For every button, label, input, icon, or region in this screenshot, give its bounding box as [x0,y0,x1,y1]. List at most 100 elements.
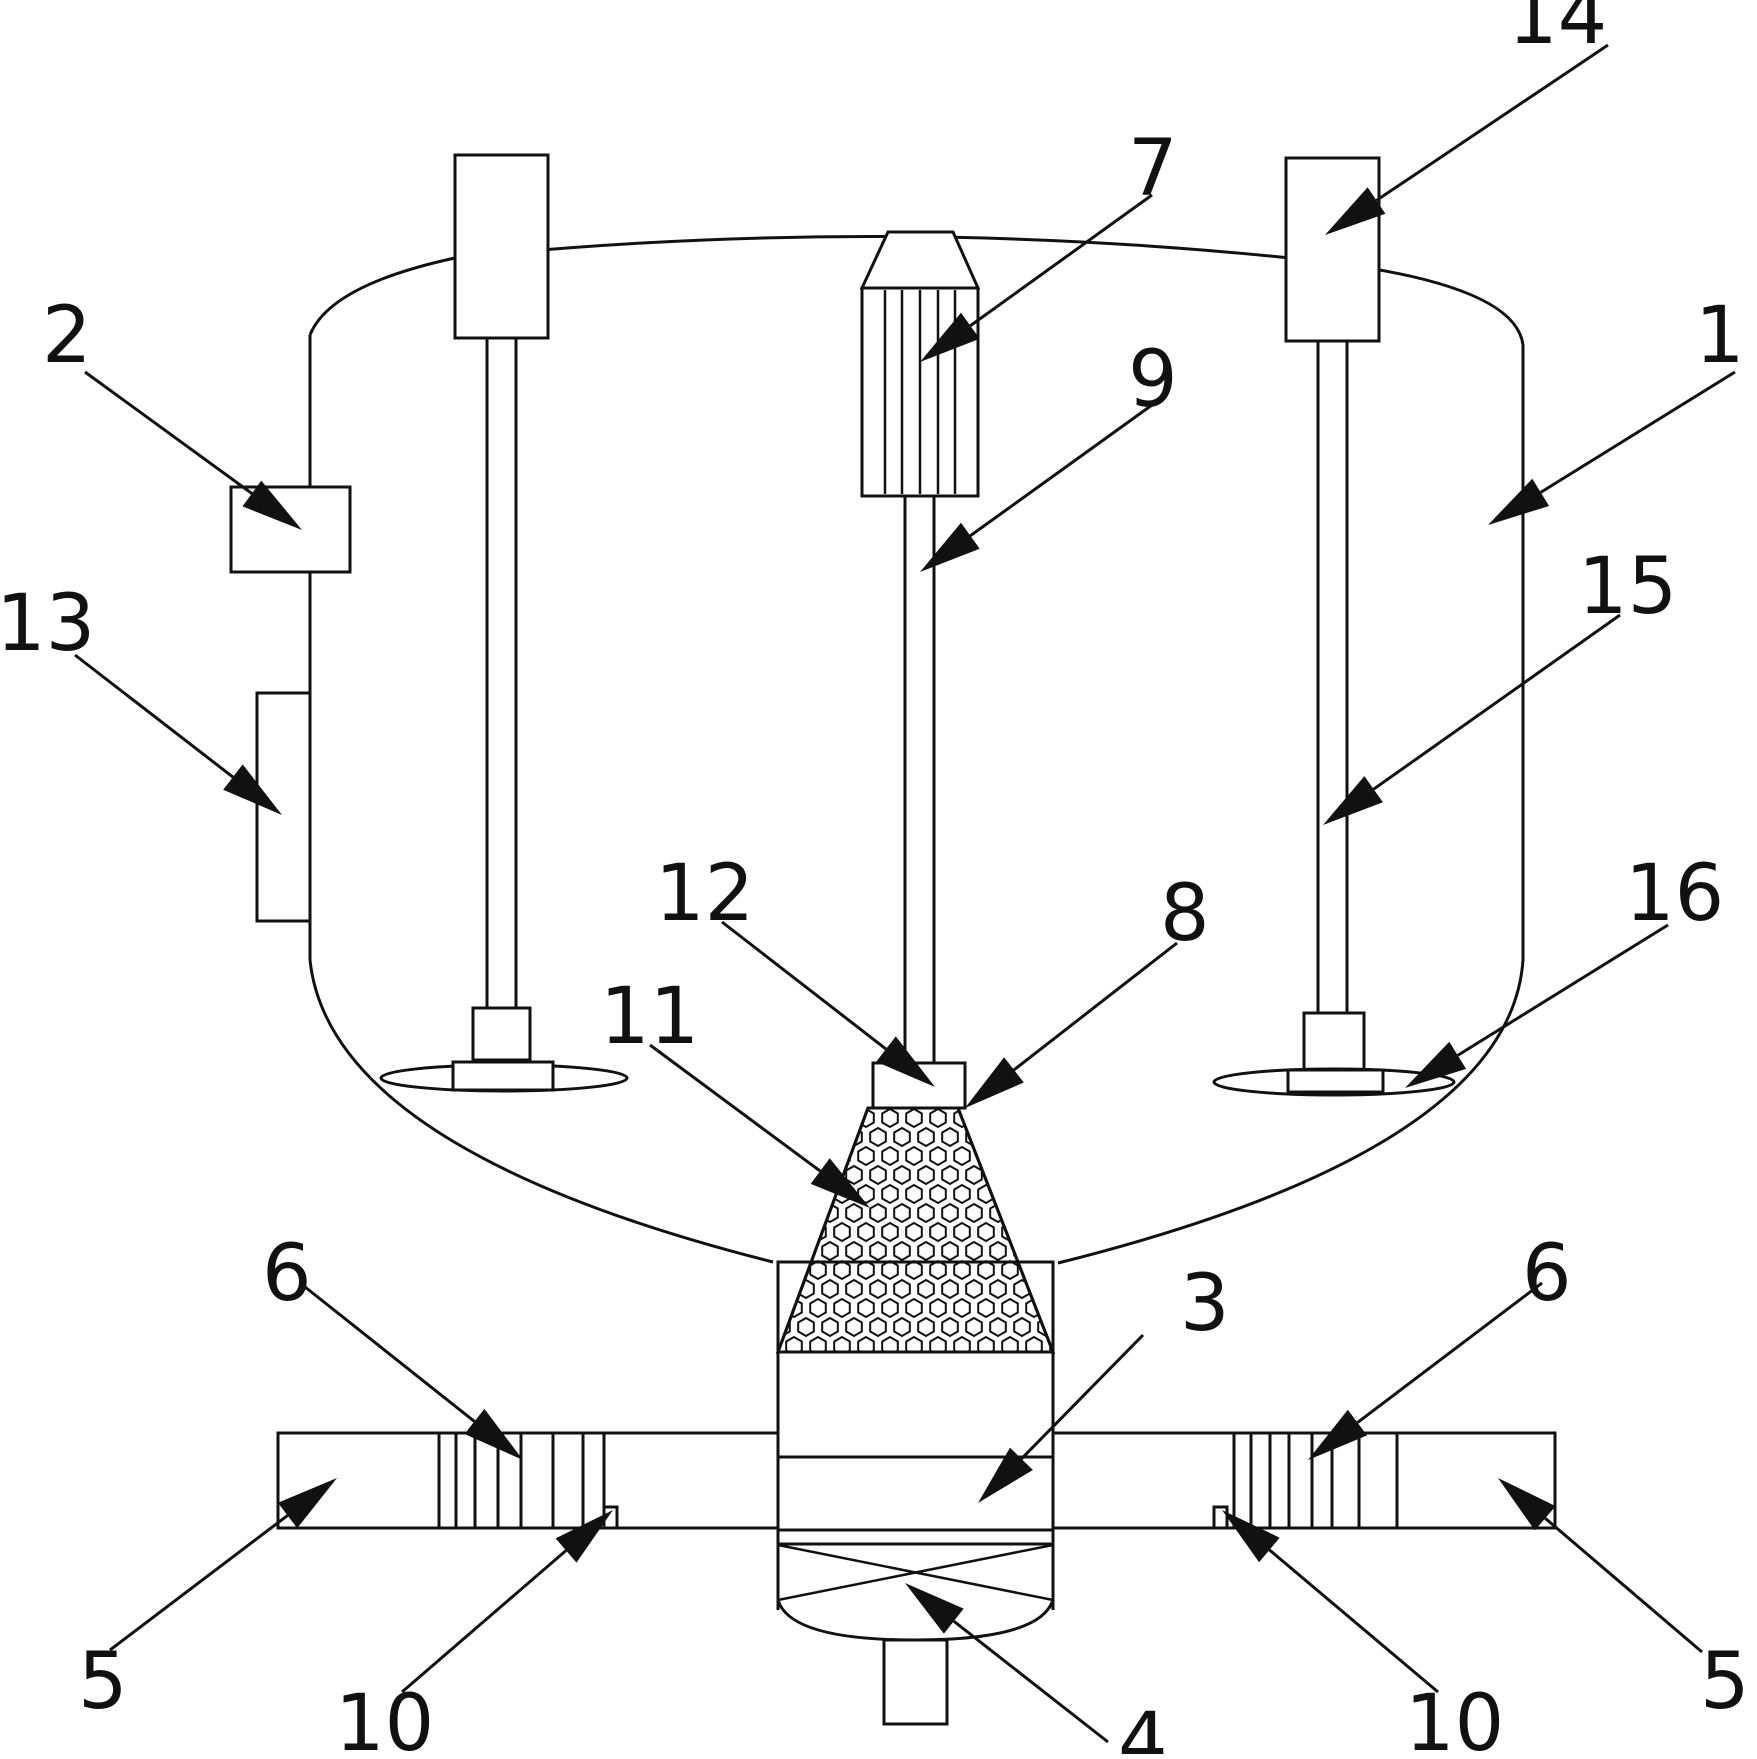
leader-line [1544,1517,1703,1654]
packing-hex [1049,1145,1053,1167]
label-5-left: 5 [78,1637,128,1727]
arrow-7 [920,193,1153,362]
leader-line [721,920,887,1051]
arrow-13 [74,653,282,815]
packing-hex [1025,1183,1043,1205]
leader-line [1539,370,1736,494]
label-5-right: 5 [1700,1637,1750,1727]
label-11: 11 [600,972,699,1062]
leader-line [109,1514,289,1652]
arrow-1 [1488,370,1736,525]
packing-hex [941,1316,959,1338]
leader-line [1456,923,1669,1057]
packing-hex [778,1240,791,1262]
packing-hex [929,1297,947,1319]
packing-hex [1049,1183,1053,1205]
packing-hex [893,1164,911,1186]
center-motor-cap [859,230,981,290]
packing-hex [821,1240,839,1262]
label-13: 13 [0,579,95,669]
right-valve [1212,1505,1229,1530]
packing-hex [778,1221,779,1243]
arrowhead [1308,1409,1368,1460]
packing-hex [869,1202,887,1224]
arrowhead [1222,1510,1280,1563]
packing-hex [929,1221,947,1243]
packing-hex [977,1335,995,1352]
packing-hex [778,1164,791,1186]
packing-hex [989,1126,1007,1148]
packing-hex [965,1240,983,1262]
packing-hex [1049,1108,1053,1129]
filter-cross [777,1543,1054,1602]
leader-line [969,403,1153,537]
packing-hex [1037,1240,1053,1262]
packing-hex [941,1164,959,1186]
packing-hex [1013,1316,1031,1338]
packing-hex [953,1145,971,1167]
packing-hex [785,1108,803,1129]
right-impeller-hub [1286,1068,1385,1094]
packing-hex [778,1297,779,1319]
leader-line [84,370,253,495]
label-4: 4 [1118,1697,1168,1754]
packing-hex [881,1145,899,1167]
arrowhead [1405,1041,1467,1088]
packing-hex [929,1145,947,1167]
arrow-6-right [1308,1281,1543,1460]
left-motor [453,153,550,340]
packing-hex [929,1259,947,1281]
packing-hex [941,1202,959,1224]
arrow-12 [721,920,935,1087]
leader-line [401,1549,568,1694]
packing-hex [833,1259,851,1281]
right-pipe [1051,1431,1557,1530]
packing-hex [977,1297,995,1319]
packing-hex [893,1278,911,1300]
packing-hex [809,1297,827,1319]
packing-hex [1013,1164,1031,1186]
packing-hex [869,1164,887,1186]
arrowhead [978,1447,1033,1503]
packing-hex [881,1221,899,1243]
packing-hex [1001,1297,1019,1319]
leader-line [74,653,234,779]
packing-hex [953,1259,971,1281]
packing-hex [869,1278,887,1300]
packing-hex [905,1108,923,1129]
packing-hex [845,1202,863,1224]
arrow-11 [649,1043,870,1208]
packing-hex [1049,1221,1053,1243]
packing-hex [893,1240,911,1262]
right-motor [1284,156,1381,343]
arrowhead [905,1583,964,1634]
arrowhead [810,1158,870,1208]
arrow-5-left [109,1478,337,1652]
packing-hex [797,1202,815,1224]
packing-hex [845,1240,863,1262]
label-6-right: 6 [1522,1229,1572,1319]
arrow-16 [1405,923,1669,1088]
packing-hex [917,1126,935,1148]
label-15: 15 [1578,542,1677,632]
label-7: 7 [1128,124,1178,214]
packing-hex [778,1108,779,1129]
arrowhead [464,1408,523,1460]
packing-hex [917,1278,935,1300]
arrow-4 [905,1583,1109,1744]
arrow-2 [84,370,302,530]
packing-hex [1013,1202,1031,1224]
packing-hex [929,1183,947,1205]
packing-hex [1037,1202,1053,1224]
packing-hex [1001,1145,1019,1167]
packing-hex [1001,1335,1019,1352]
packing-hex [869,1126,887,1148]
packing-hex [1037,1278,1053,1300]
arrowhead [920,312,980,362]
arrowhead [242,480,302,530]
packing-hex [778,1202,791,1224]
packing-hex [833,1335,851,1352]
packing-hex [1025,1335,1043,1352]
packing-hex [1025,1221,1043,1243]
